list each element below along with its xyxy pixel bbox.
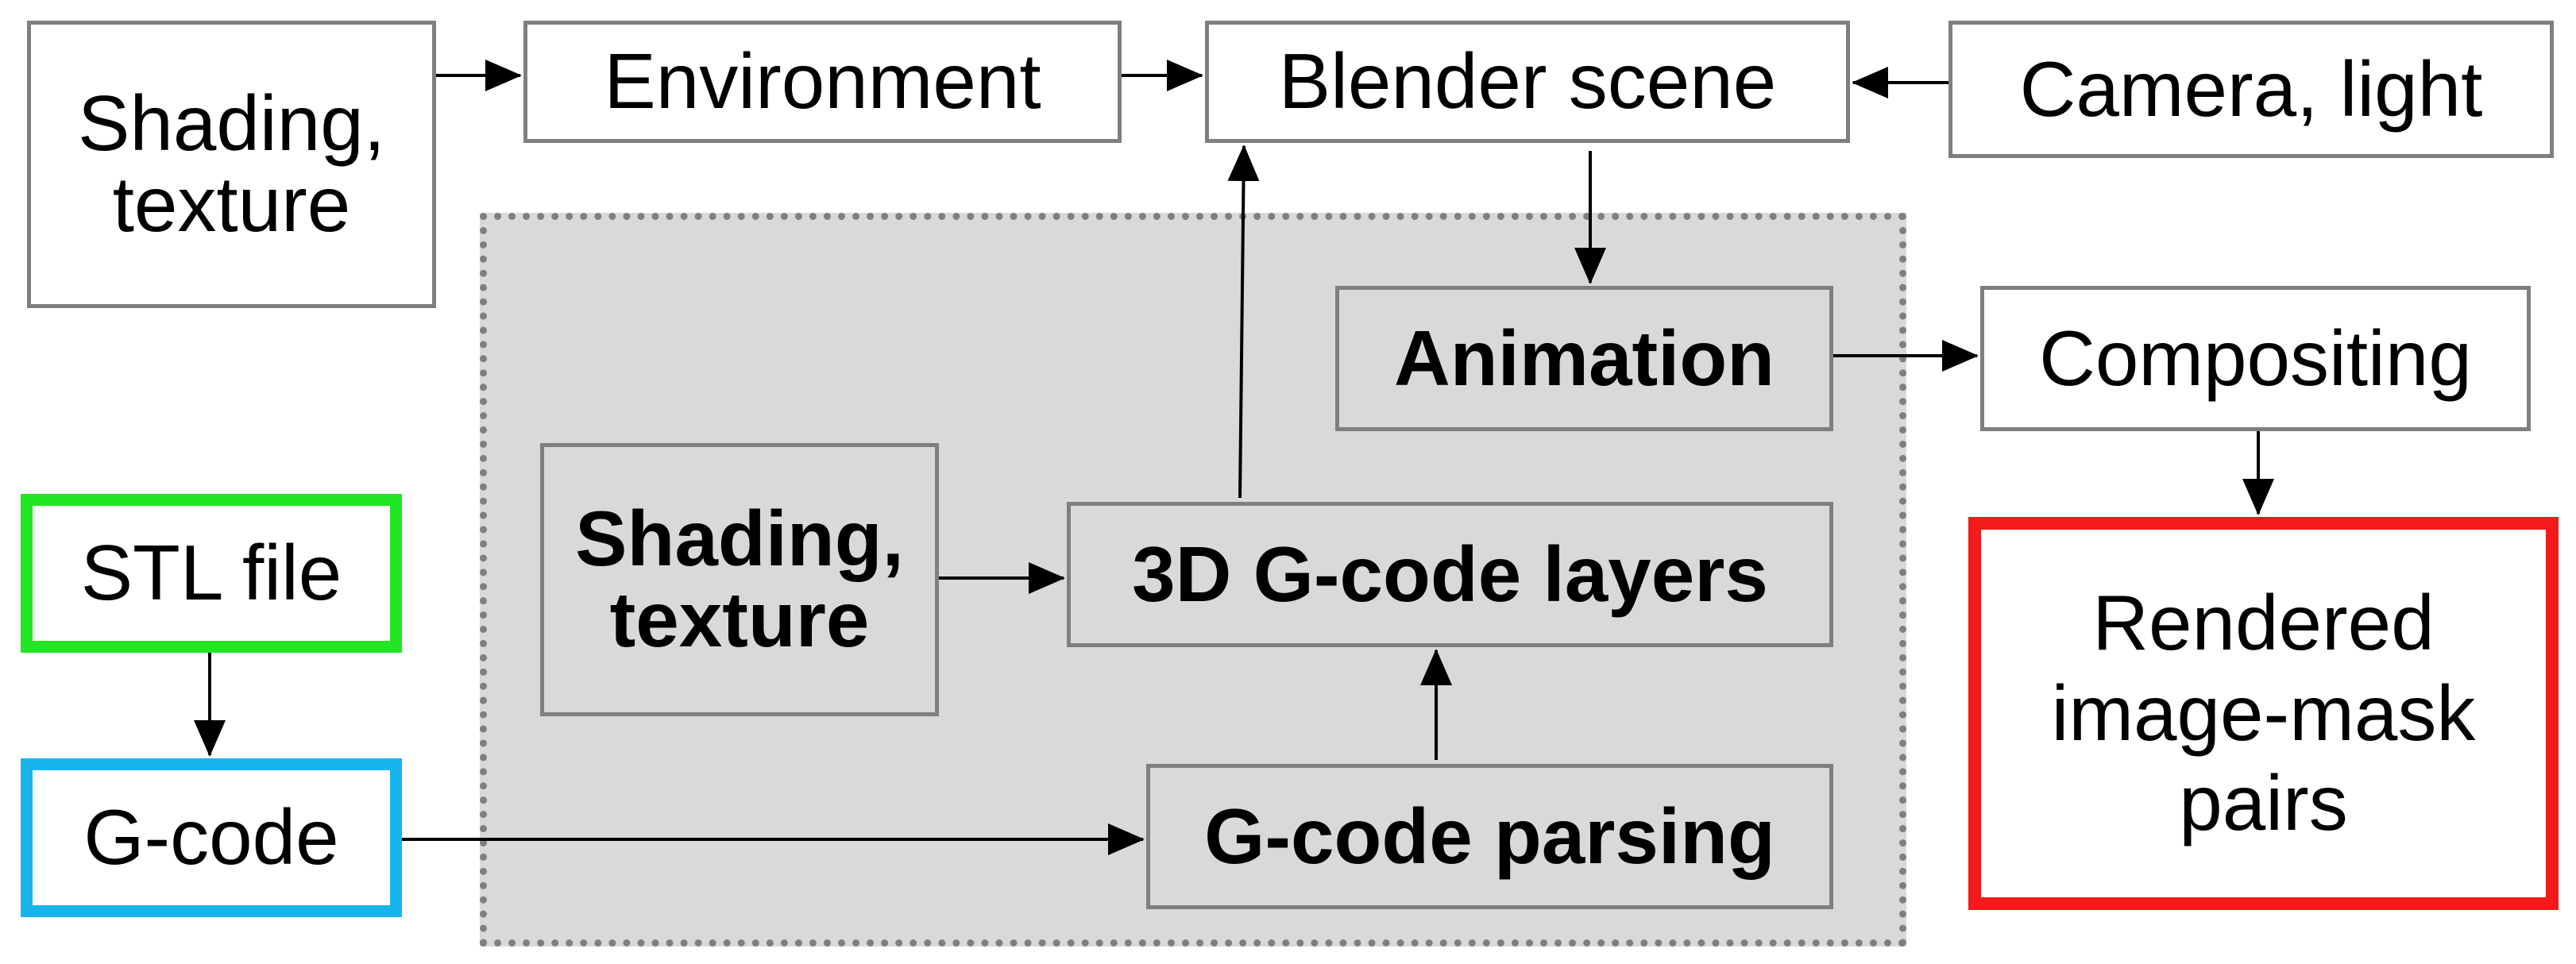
node-shading-texture-inner: Shading, texture: [540, 443, 939, 716]
node-3d-gcode-layers: 3D G-code layers: [1067, 502, 1833, 647]
node-gcode: G-code: [21, 758, 402, 917]
node-environment: Environment: [523, 21, 1122, 143]
node-environment-label: Environment: [604, 37, 1041, 125]
node-3d-gcode-layers-label: 3D G-code layers: [1132, 530, 1768, 618]
arrow-gcode-layers-3d-to-blender-scene: [1227, 145, 1260, 499]
node-shading-texture-outer: Shading, texture: [27, 21, 436, 308]
node-blender-scene: Blender scene: [1205, 21, 1850, 143]
node-stl-file: STL file: [21, 494, 402, 653]
node-gcode-parsing-label: G-code parsing: [1204, 792, 1775, 880]
node-camera-light: Camera, light: [1948, 21, 2554, 158]
node-rendered-pairs-label: Rendered image-mask pairs: [2051, 578, 2476, 847]
node-compositing: Compositing: [1980, 286, 2531, 431]
node-rendered-pairs: Rendered image-mask pairs: [1968, 517, 2559, 910]
node-camera-light-label: Camera, light: [2019, 44, 2483, 133]
node-shading-texture-inner-label: Shading, texture: [575, 495, 904, 663]
node-animation-label: Animation: [1393, 314, 1775, 402]
node-blender-scene-label: Blender scene: [1278, 37, 1777, 125]
node-gcode-parsing: G-code parsing: [1146, 764, 1833, 909]
node-gcode-label: G-code: [83, 793, 339, 881]
node-compositing-label: Compositing: [2039, 314, 2472, 402]
node-shading-texture-outer-label: Shading, texture: [78, 79, 385, 248]
node-animation: Animation: [1335, 286, 1833, 431]
node-stl-file-label: STL file: [80, 529, 342, 617]
